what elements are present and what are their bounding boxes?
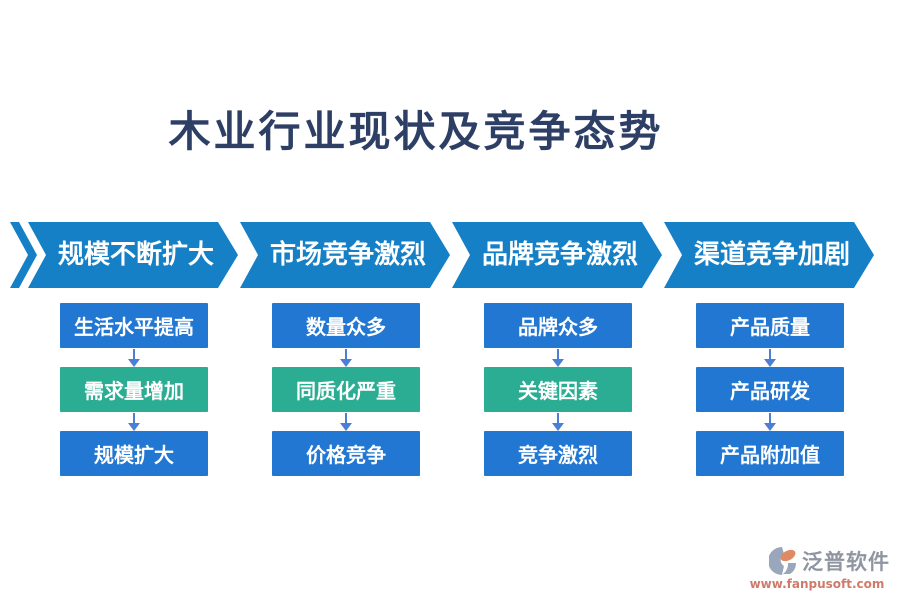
page-title: 木业行业现状及竞争态势 — [168, 107, 664, 156]
flow-box-stack: 品牌众多 关键因素 竞争激烈 — [452, 303, 664, 476]
banner-label: 品牌竞争激烈 — [481, 240, 638, 270]
flow-box-label: 关键因素 — [518, 379, 598, 403]
arrow-down-icon — [340, 348, 352, 367]
flow-column-market: 市场竞争激烈 数量众多 同质化严重 价格竞争 — [240, 222, 452, 476]
flow-box: 需求量增加 — [60, 367, 208, 412]
arrow-down-icon — [340, 412, 352, 431]
flow-box: 产品研发 — [696, 367, 844, 412]
flow-box: 关键因素 — [484, 367, 632, 412]
banner-label: 渠道竞争加剧 — [693, 240, 850, 270]
flow-box: 生活水平提高 — [60, 303, 208, 348]
flow-box: 品牌众多 — [484, 303, 632, 348]
flow-box: 同质化严重 — [272, 367, 420, 412]
flow-box: 规模扩大 — [60, 431, 208, 476]
banner-market: 市场竞争激烈 — [240, 222, 450, 288]
flow-box-stack: 生活水平提高 需求量增加 规模扩大 — [28, 303, 240, 476]
banner-label: 规模不断扩大 — [57, 240, 214, 270]
flow-column-brand: 品牌竞争激烈 品牌众多 关键因素 竞争激烈 — [452, 222, 664, 476]
flow-box-label: 产品附加值 — [720, 443, 820, 467]
arrow-down-icon — [552, 348, 564, 367]
flow-box: 产品附加值 — [696, 431, 844, 476]
flow-box-label: 竞争激烈 — [518, 443, 598, 467]
flow-box-label: 规模扩大 — [94, 443, 174, 467]
flow-box: 竞争激烈 — [484, 431, 632, 476]
fanpu-logo-icon — [769, 546, 799, 576]
watermark-brand: 泛普软件 — [802, 548, 890, 574]
arrow-down-icon — [552, 412, 564, 431]
flow-box: 产品质量 — [696, 303, 844, 348]
flow-column-channel: 渠道竞争加剧 产品质量 产品研发 产品附加值 — [664, 222, 876, 476]
flow-box-stack: 产品质量 产品研发 产品附加值 — [664, 303, 876, 476]
flow-box-label: 产品质量 — [730, 315, 810, 339]
banner-label: 市场竞争激烈 — [269, 240, 426, 270]
flow-box-label: 价格竞争 — [306, 443, 386, 467]
flow-box-label: 需求量增加 — [84, 379, 184, 403]
watermark: 泛普软件 www.fanpusoft.com — [744, 546, 890, 590]
arrow-down-icon — [764, 348, 776, 367]
flow-box: 价格竞争 — [272, 431, 420, 476]
banner-brand: 品牌竞争激烈 — [452, 222, 662, 288]
arrow-down-icon — [128, 412, 140, 431]
banner-channel: 渠道竞争加剧 — [664, 222, 874, 288]
flow-column-scale: 规模不断扩大 生活水平提高 需求量增加 规模扩大 — [28, 222, 240, 476]
flow-box-label: 数量众多 — [306, 315, 386, 339]
arrow-down-icon — [764, 412, 776, 431]
arrow-down-icon — [128, 348, 140, 367]
flow-box-label: 产品研发 — [730, 379, 810, 403]
banner-scale: 规模不断扩大 — [28, 222, 238, 288]
flow-box: 数量众多 — [272, 303, 420, 348]
flow-box-label: 生活水平提高 — [74, 315, 194, 339]
watermark-url: www.fanpusoft.com — [749, 577, 885, 591]
flow-box-label: 品牌众多 — [518, 315, 598, 339]
flow-box-label: 同质化严重 — [296, 379, 396, 403]
flow-box-stack: 数量众多 同质化严重 价格竞争 — [240, 303, 452, 476]
